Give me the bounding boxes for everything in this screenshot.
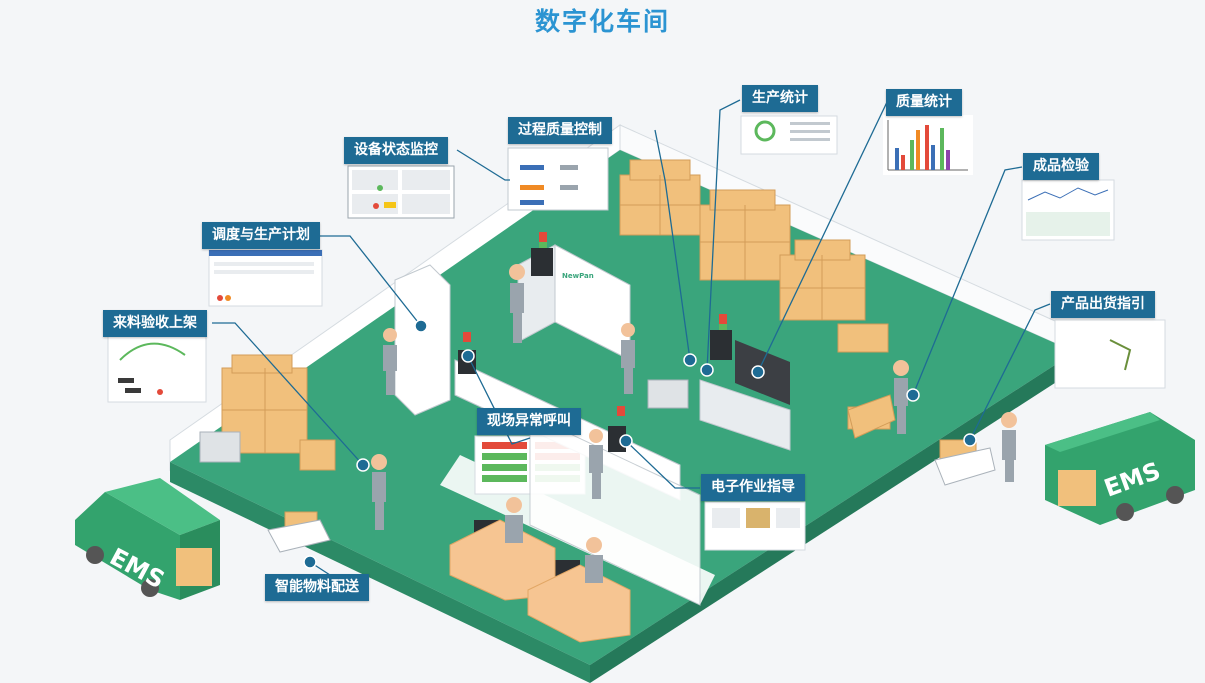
device-monitor-screen — [347, 165, 455, 219]
label-dispatch-plan[interactable]: 调度与生产计划 — [202, 222, 320, 249]
quality-stats-chart — [883, 115, 973, 175]
label-quality-stats[interactable]: 质量统计 — [886, 89, 962, 116]
label-process-quality[interactable]: 过程质量控制 — [508, 117, 612, 144]
carts — [267, 394, 996, 553]
label-incoming-shelving[interactable]: 来料验收上架 — [103, 310, 207, 337]
connector-lines — [212, 99, 1051, 576]
workers — [371, 264, 1017, 583]
label-andon-call[interactable]: 现场异常呼叫 — [477, 408, 581, 435]
right-ems-truck: EMS — [1045, 412, 1195, 525]
office-desks — [449, 519, 631, 643]
e-sop-screen — [704, 501, 806, 551]
shipping-guide-screen — [1054, 319, 1166, 389]
finished-inspection-screen — [1021, 179, 1115, 241]
production-stats-screen — [740, 115, 838, 155]
pack-boxes-lines — [222, 175, 865, 453]
andon-lights — [463, 232, 727, 416]
process-quality-screen — [507, 147, 609, 211]
label-material-delivery[interactable]: 智能物料配送 — [265, 574, 369, 601]
label-finished-inspection[interactable]: 成品检验 — [1023, 153, 1099, 180]
label-production-stats[interactable]: 生产统计 — [742, 85, 818, 112]
label-device-monitor[interactable]: 设备状态监控 — [344, 137, 448, 164]
machine-brand: NewPan — [562, 272, 594, 280]
label-e-sop[interactable]: 电子作业指导 — [701, 474, 805, 501]
dispatch-plan-screen — [208, 249, 323, 307]
left-ems-truck: EMS — [75, 478, 220, 600]
production-line: NewPan — [199, 244, 791, 606]
incoming-shelving-screen — [107, 335, 207, 403]
label-shipping-guide[interactable]: 产品出货指引 — [1051, 291, 1155, 318]
connector-dots — [303, 319, 977, 569]
page-title: 数字化车间 — [534, 7, 670, 36]
